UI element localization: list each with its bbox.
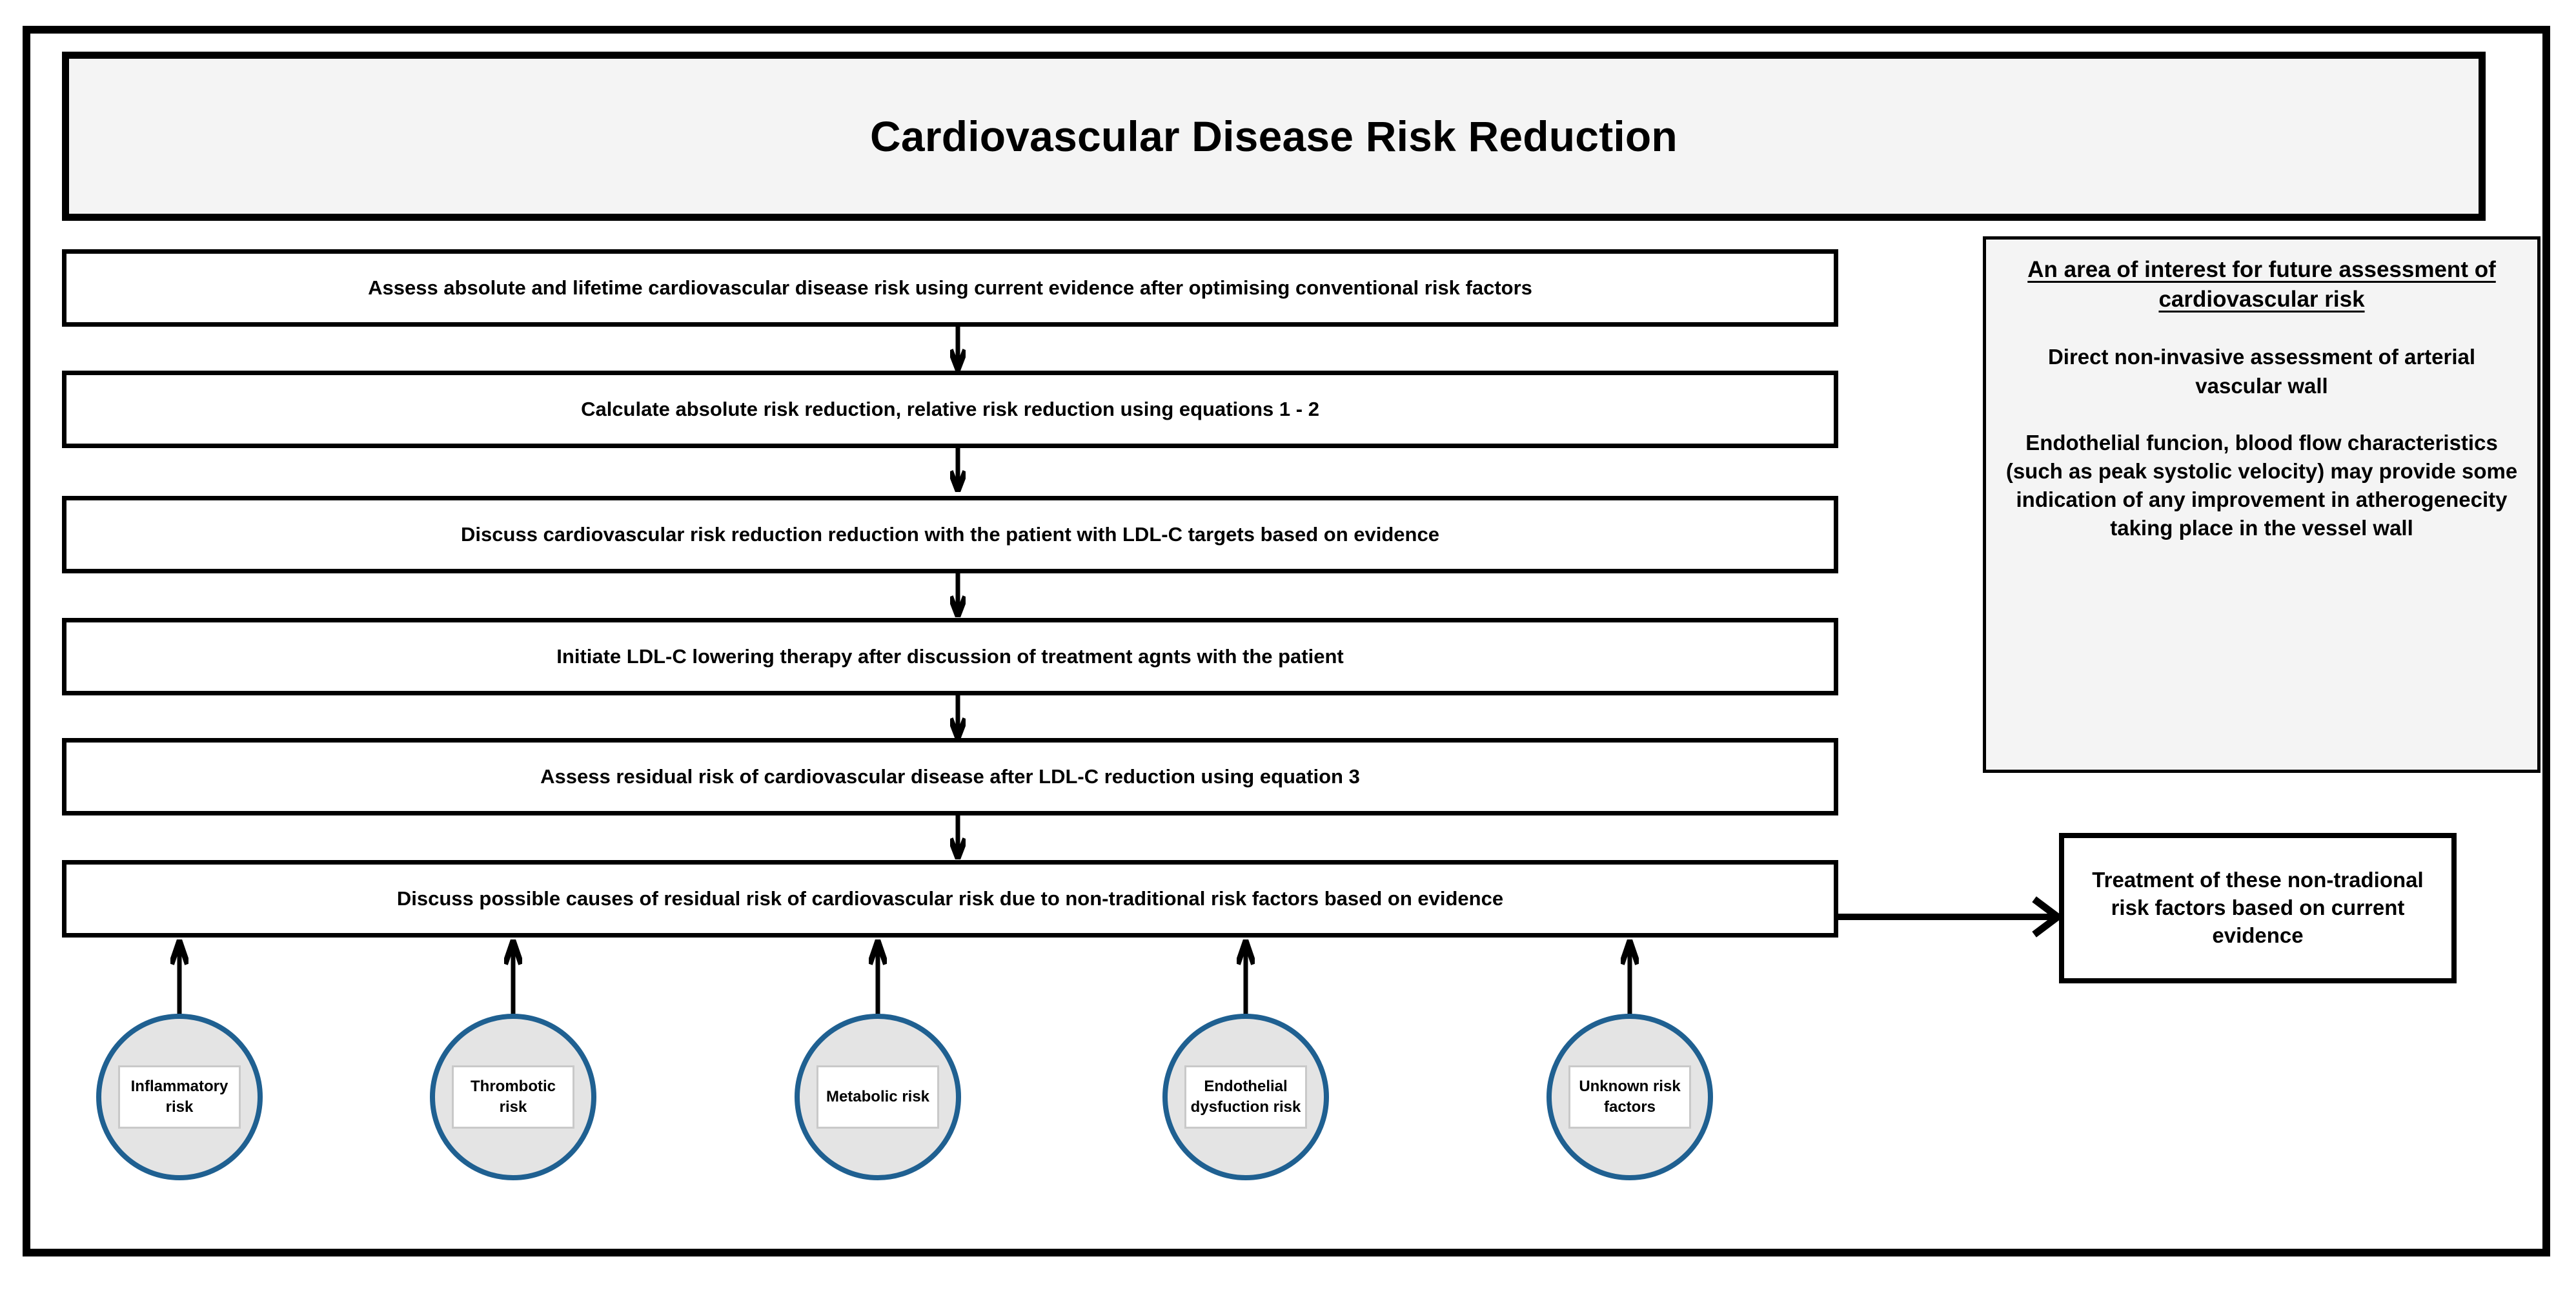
diagram-title-banner: Cardiovascular Disease Risk Reduction (62, 52, 2486, 221)
flow-step-6-label: Discuss possible causes of residual risk… (396, 887, 1504, 910)
risk-circle-unknown-label: Unknown risk factors (1568, 1065, 1691, 1129)
flow-step-2: Calculate absolute risk reduction, relat… (62, 371, 1838, 448)
risk-circle-endothelial-dysfunction: Endothelial dysfuction risk (1162, 1014, 1329, 1180)
flow-arrow-down-4 (950, 695, 966, 739)
risk-circle-endothelial-dysfunction-label: Endothelial dysfuction risk (1184, 1065, 1307, 1129)
risk-circle-inflammatory: Inflammatory risk (96, 1014, 263, 1180)
risk-circle-thrombotic: Thrombotic risk (430, 1014, 596, 1180)
risk-circle-unknown: Unknown risk factors (1547, 1014, 1713, 1180)
flow-step-4-label: Initiate LDL-C lowering therapy after di… (556, 645, 1344, 668)
future-assessment-paragraph-2: Endothelial funcion, blood flow characte… (2005, 430, 2518, 540)
risk-arrow-up-3 (869, 939, 887, 1014)
risk-arrow-up-1 (170, 939, 188, 1014)
future-assessment-panel: An area of interest for future assessmen… (1983, 236, 2541, 773)
flow-arrow-down-5 (950, 815, 966, 859)
flow-arrow-down-1 (950, 327, 966, 371)
treatment-box-label: Treatment of these non-tradional risk fa… (2092, 868, 2424, 947)
risk-circle-inflammatory-label: Inflammatory risk (118, 1065, 241, 1129)
flow-step-2-label: Calculate absolute risk reduction, relat… (581, 398, 1319, 421)
flow-step-3-label: Discuss cardiovascular risk reduction re… (461, 523, 1439, 546)
risk-circle-thrombotic-label: Thrombotic risk (452, 1065, 574, 1129)
risk-arrow-up-2 (504, 939, 522, 1014)
flow-step-3: Discuss cardiovascular risk reduction re… (62, 496, 1838, 573)
page-title: Cardiovascular Disease Risk Reduction (870, 112, 1678, 160)
flow-step-6: Discuss possible causes of residual risk… (62, 860, 1838, 938)
flow-step-5-label: Assess residual risk of cardiovascular d… (540, 765, 1360, 788)
future-assessment-heading: An area of interest for future assessmen… (2027, 257, 2496, 313)
risk-circle-metabolic-label: Metabolic risk (816, 1065, 939, 1129)
risk-circle-metabolic: Metabolic risk (795, 1014, 961, 1180)
risk-arrow-up-5 (1621, 939, 1639, 1014)
treatment-box: Treatment of these non-tradional risk fa… (2059, 833, 2457, 983)
flow-arrow-down-3 (950, 573, 966, 617)
risk-arrow-up-4 (1237, 939, 1255, 1014)
flow-step-1-label: Assess absolute and lifetime cardiovascu… (368, 276, 1532, 300)
flow-step-4: Initiate LDL-C lowering therapy after di… (62, 618, 1838, 695)
future-assessment-paragraph-1: Direct non-invasive assessment of arteri… (2047, 345, 2476, 398)
flow-step-5: Assess residual risk of cardiovascular d… (62, 738, 1838, 815)
flow-arrow-down-2 (950, 448, 966, 492)
flow-step-1: Assess absolute and lifetime cardiovascu… (62, 249, 1838, 327)
flow-arrow-to-treatment (1838, 890, 2060, 944)
